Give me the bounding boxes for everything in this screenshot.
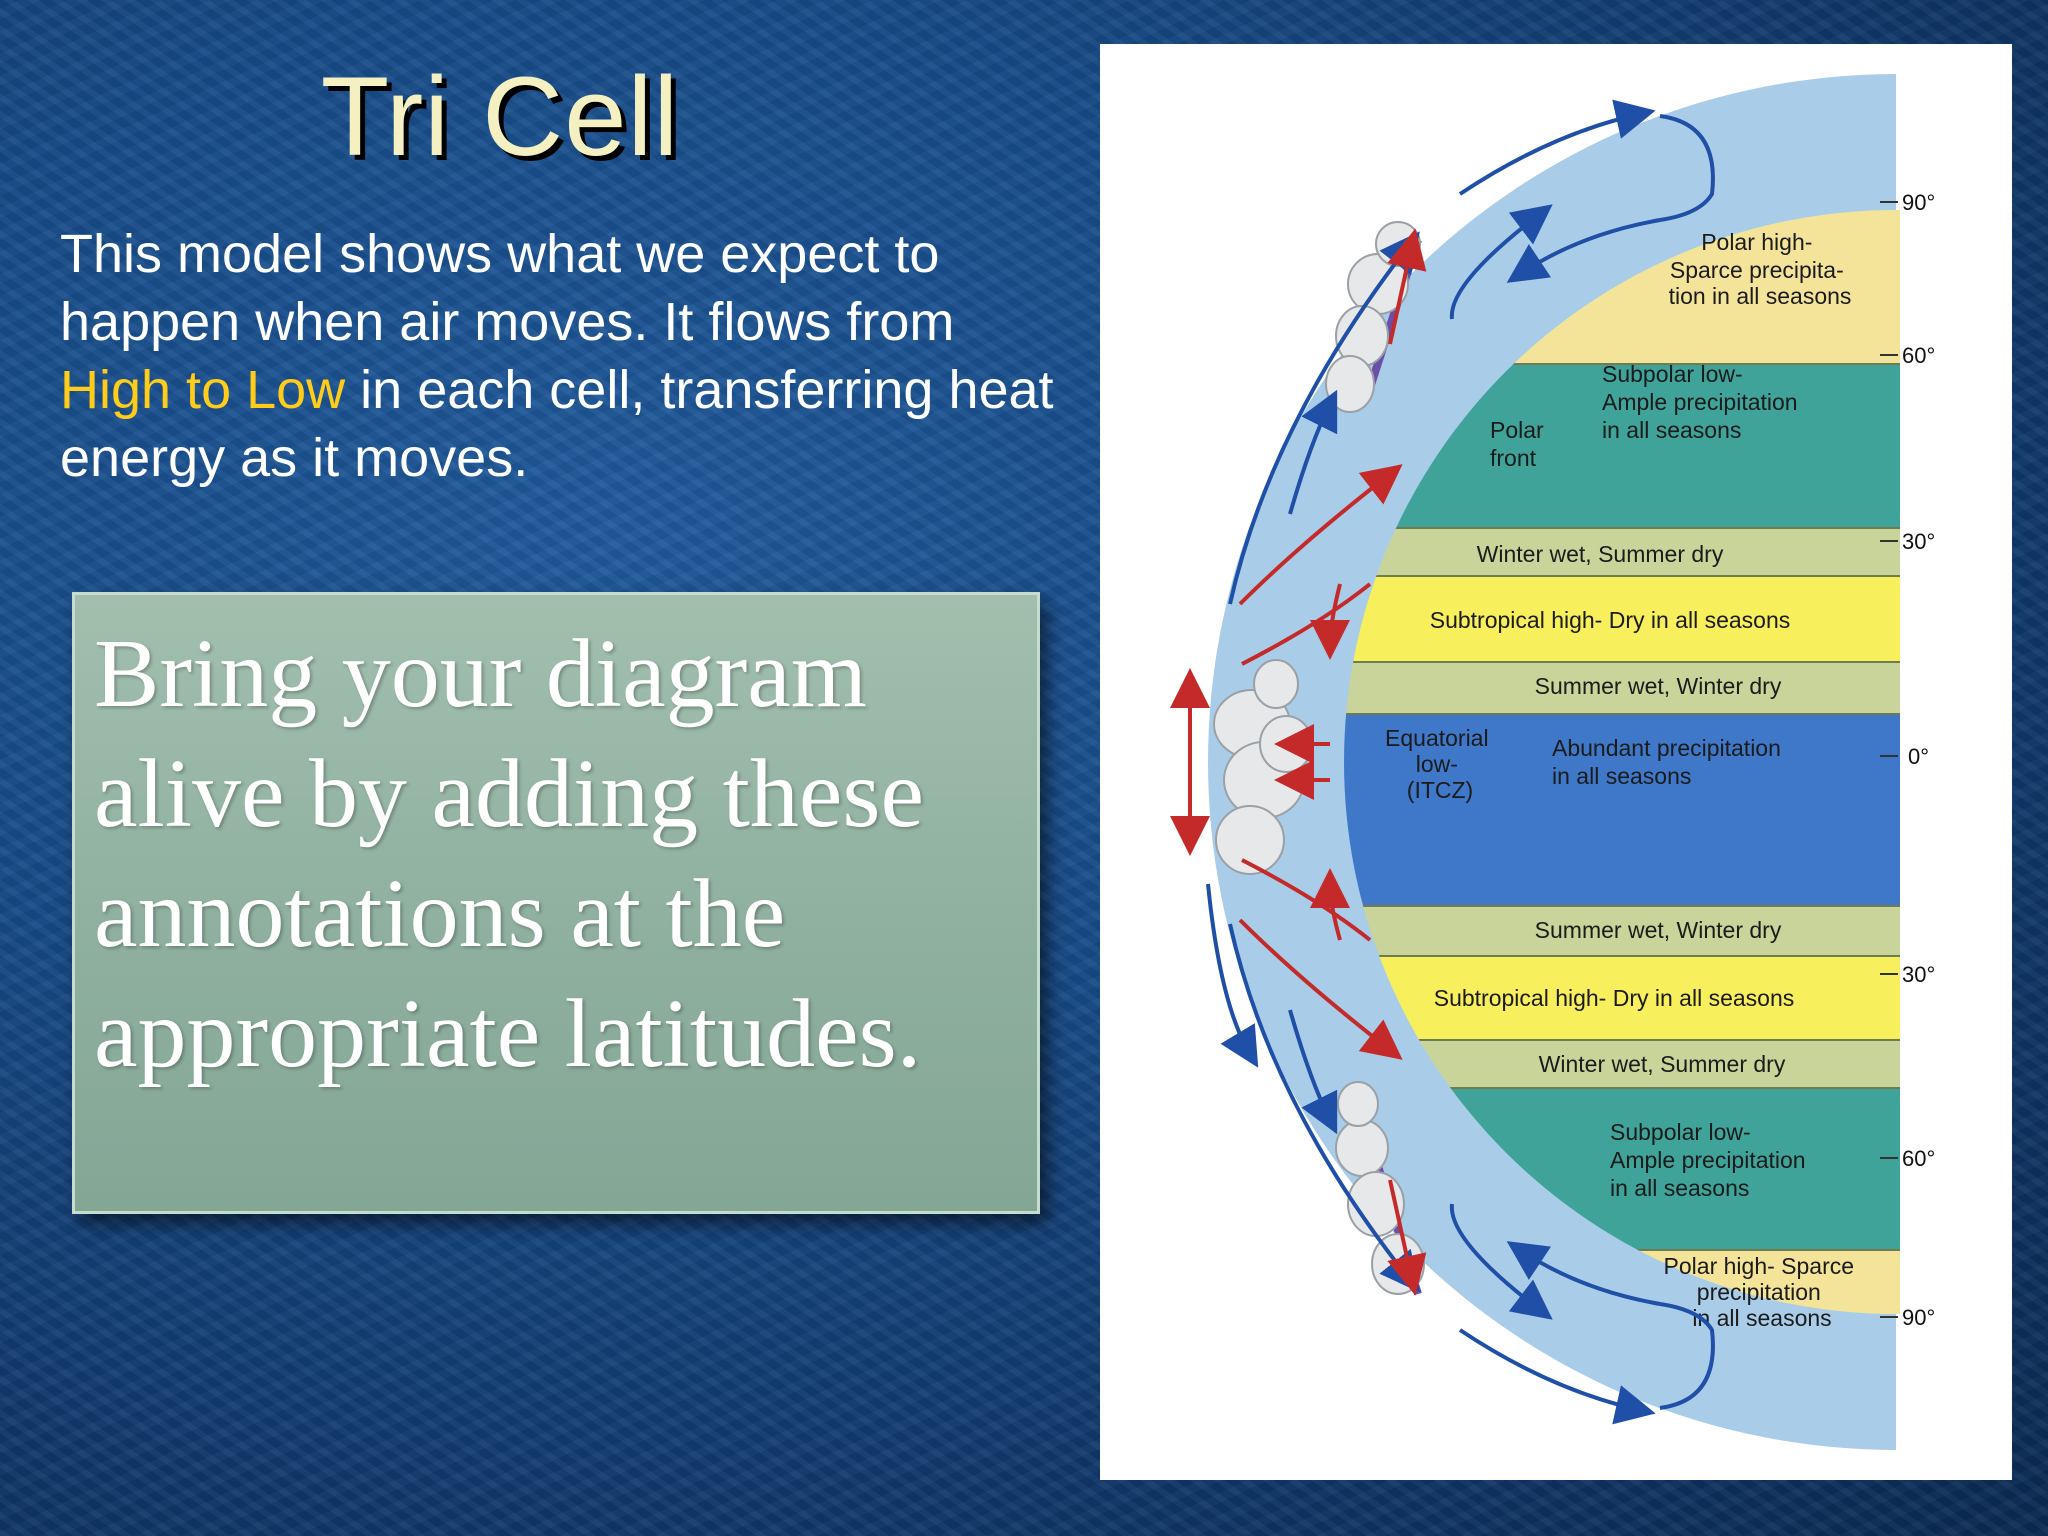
label-subtropical-south: Subtropical high- Dry in all seasons (1434, 985, 1795, 1011)
red-circulation-arrows (1170, 228, 1427, 1296)
polar-front-down-south (1387, 1179, 1427, 1296)
band-subtropical-north (1344, 576, 1900, 662)
label-winter-wet-south: Winter wet, Summer dry (1539, 1051, 1786, 1077)
intro-text-part1: This model shows what we expect to happe… (60, 224, 955, 352)
label-polar-front-north: Polar front (1490, 417, 1550, 471)
label-polar-high-south: Polar high- Sparce precipitation in all … (1664, 1253, 1861, 1331)
ferrel-mid-north (1288, 389, 1338, 515)
lat-label-60s: 60° (1902, 1146, 1935, 1171)
lat-label-0: 0° (1908, 744, 1929, 769)
lat-label-30s: 30° (1902, 962, 1935, 987)
polar-cell-descend-south (1449, 1203, 1553, 1320)
label-summer-wet-north: Summer wet, Winter dry (1535, 673, 1782, 699)
intro-text-part2: in each cell, transferring heat energy a… (60, 360, 1054, 488)
intro-paragraph: This model shows what we expect to happe… (60, 220, 1060, 492)
intro-highlight: High to Low (60, 360, 346, 420)
polar-cell-top-arrow-south (1458, 1328, 1656, 1425)
lat-label-90n: 90° (1902, 190, 1935, 215)
label-summer-wet-south: Summer wet, Winter dry (1535, 917, 1782, 943)
band-subtropical-south (1344, 956, 1900, 1040)
callout-box: Bring your diagram alive by adding these… (72, 592, 1040, 1214)
label-polar-high-north: Polar high- Sparce precipita- tion in al… (1669, 229, 1852, 309)
polar-cell-return-north (1506, 218, 1661, 283)
label-abundant: Abundant precipitation in all seasons (1552, 735, 1787, 789)
ferrel-down-south (1228, 923, 1420, 1293)
band-equatorial (1344, 714, 1900, 906)
label-subpolar-north: Subpolar low- Ample precipitation in all… (1602, 361, 1804, 443)
polar-cell-return-south (1506, 1241, 1661, 1306)
hadley-upper-south (1238, 918, 1403, 1060)
polar-cell-turn-north (1659, 114, 1715, 222)
slide-title: Tri Cell (320, 54, 680, 179)
label-equatorial: Equatorial low- (ITCZ) (1385, 725, 1495, 803)
band-summer-wet-north (1344, 662, 1900, 714)
band-winter-wet-north (1344, 528, 1900, 576)
ferrel-up-north (1228, 231, 1420, 605)
tri-cell-diagram: 90° 60° 30° 0° 30° 60° 90° Polar high- S… (1100, 44, 2012, 1480)
polar-cell-turn-south (1659, 1302, 1715, 1410)
label-winter-wet-north: Winter wet, Summer dry (1477, 541, 1724, 567)
lat-label-30n: 30° (1902, 529, 1935, 554)
ferrel-left-south (1206, 883, 1259, 1068)
latitude-ticks (1880, 201, 1898, 1318)
polar-cell-top-arrow (1458, 99, 1656, 196)
lat-label-90s: 90° (1902, 1305, 1935, 1330)
lat-label-60n: 60° (1902, 343, 1935, 368)
tri-cell-svg: 90° 60° 30° 0° 30° 60° 90° Polar high- S… (1170, 74, 1935, 1450)
hadley-upper-north (1238, 464, 1403, 606)
blue-circulation-arrows (1206, 99, 1715, 1425)
band-summer-wet-south (1344, 906, 1900, 956)
ferrel-mid-south (1288, 1009, 1338, 1135)
hadley-descend-north (1310, 583, 1351, 660)
hadley-descend-south (1310, 868, 1351, 941)
label-subpolar-south: Subpolar low- Ample precipitation in all… (1610, 1119, 1812, 1201)
label-subtropical-north: Subtropical high- Dry in all seasons (1430, 607, 1791, 633)
polar-front-up-north (1387, 228, 1427, 345)
polar-cell-descend-north (1449, 204, 1553, 320)
callout-text: Bring your diagram alive by adding these… (94, 620, 925, 1088)
